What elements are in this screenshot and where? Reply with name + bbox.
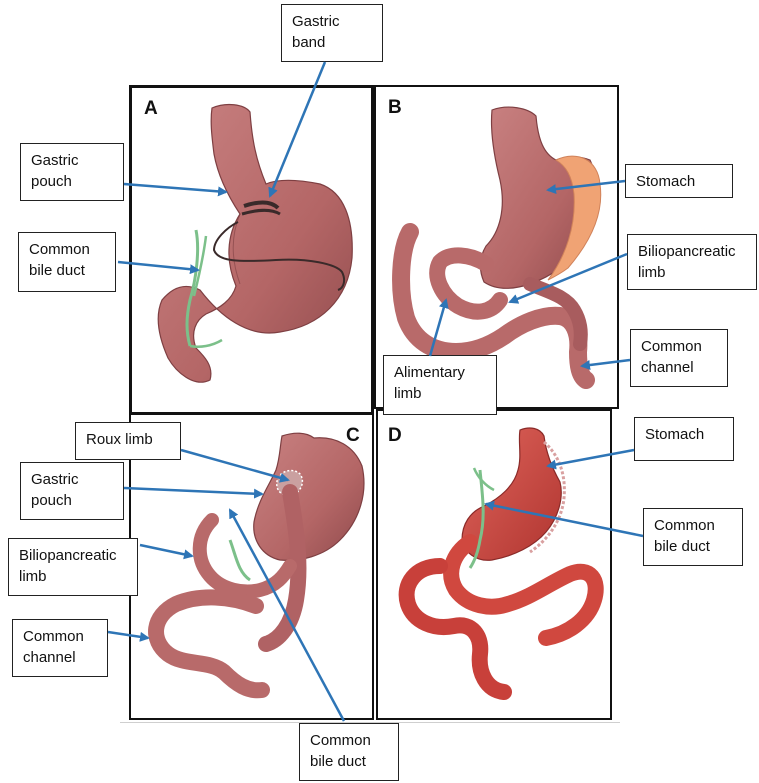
label-c-roux-limb-line1: Roux limb: [86, 429, 170, 450]
label-c-common-bile-duct-line2: bile duct: [310, 751, 388, 772]
label-d-common-bile-duct-line2: bile duct: [654, 536, 732, 557]
label-b-common-channel-line2: channel: [641, 357, 717, 378]
label-c-gastric-pouch-line2: pouch: [31, 490, 113, 511]
illustration-gastric-band: [158, 105, 352, 383]
label-d-stomach-line1: Stomach: [645, 424, 723, 445]
illustration-duodenal-switch: [401, 107, 601, 380]
label-gastric-band-line1: Gastric: [292, 11, 372, 32]
label-a-common-bile-duct: Common bile duct: [18, 232, 116, 292]
label-b-stomach-line1: Stomach: [636, 171, 722, 192]
label-b-biliopancreatic-limb: Biliopancreatic limb: [627, 234, 757, 290]
label-gastric-band: Gastric band: [281, 4, 383, 62]
label-b-common-channel: Common channel: [630, 329, 728, 387]
bottom-rule: [120, 722, 620, 723]
label-b-alimentary-limb: Alimentary limb: [383, 355, 497, 415]
label-a-gastric-pouch-line1: Gastric: [31, 150, 113, 171]
illustration-roux-en-y: [156, 433, 364, 690]
label-b-alimentary-limb-line1: Alimentary: [394, 362, 486, 383]
label-c-roux-limb: Roux limb: [75, 422, 181, 460]
label-d-common-bile-duct: Common bile duct: [643, 508, 743, 566]
label-c-biliopancreatic-limb: Biliopancreatic limb: [8, 538, 138, 596]
label-c-gastric-pouch-line1: Gastric: [31, 469, 113, 490]
label-c-gastric-pouch: Gastric pouch: [20, 462, 124, 520]
label-a-gastric-pouch: Gastric pouch: [20, 143, 124, 201]
label-c-common-bile-duct: Common bile duct: [299, 723, 399, 781]
label-c-biliopancreatic-limb-line1: Biliopancreatic: [19, 545, 127, 566]
label-a-common-bile-duct-line2: bile duct: [29, 260, 105, 281]
label-gastric-band-line2: band: [292, 32, 372, 53]
label-b-alimentary-limb-line2: limb: [394, 383, 486, 404]
label-d-stomach: Stomach: [634, 417, 734, 461]
label-d-common-bile-duct-line1: Common: [654, 515, 732, 536]
label-b-biliopancreatic-limb-line1: Biliopancreatic: [638, 241, 746, 262]
label-c-common-channel-line1: Common: [23, 626, 97, 647]
label-a-gastric-pouch-line2: pouch: [31, 171, 113, 192]
label-c-common-channel: Common channel: [12, 619, 108, 677]
label-b-stomach: Stomach: [625, 164, 733, 198]
illustration-sleeve-gastrectomy: [407, 428, 596, 692]
label-c-biliopancreatic-limb-line2: limb: [19, 566, 127, 587]
label-b-common-channel-line1: Common: [641, 336, 717, 357]
label-a-common-bile-duct-line1: Common: [29, 239, 105, 260]
label-b-biliopancreatic-limb-line2: limb: [638, 262, 746, 283]
label-c-common-bile-duct-line1: Common: [310, 730, 388, 751]
label-c-common-channel-line2: channel: [23, 647, 97, 668]
